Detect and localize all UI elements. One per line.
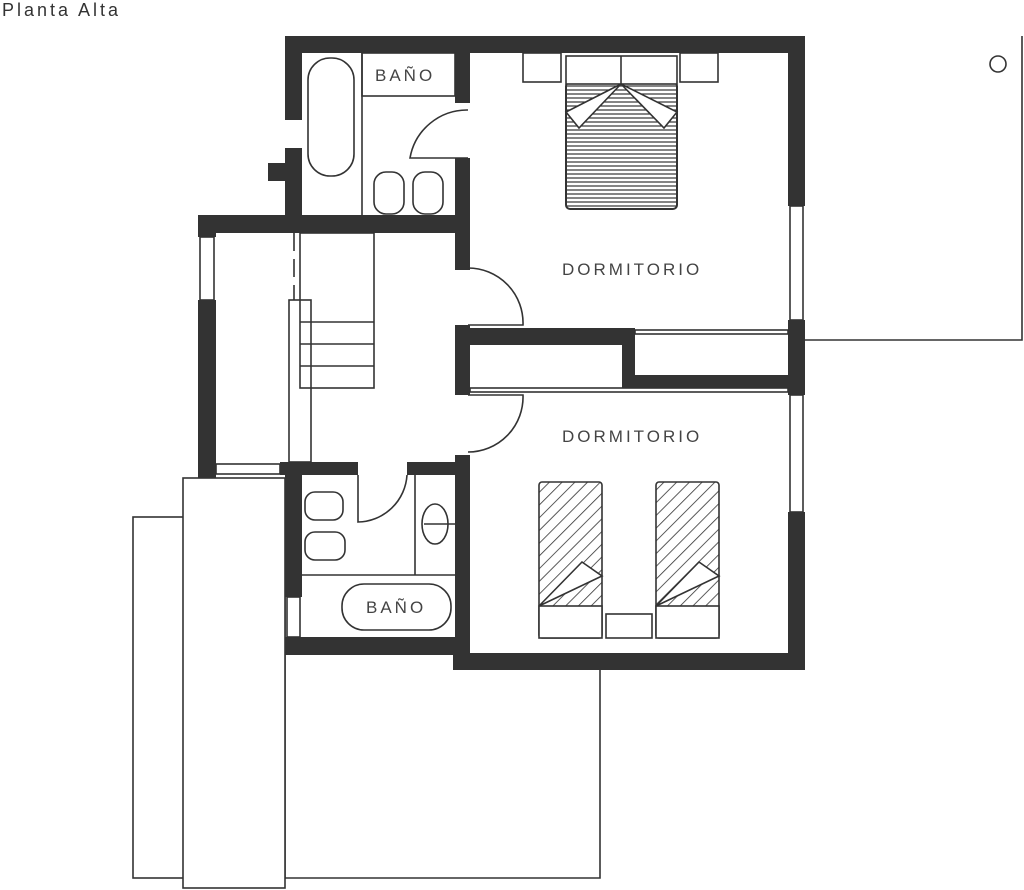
- room-label-bath-top: BAÑO: [375, 66, 435, 85]
- plan-title: Planta Alta: [2, 0, 122, 20]
- bidet-icon: [373, 171, 405, 215]
- doors: [357, 109, 524, 523]
- nightstand-icon: [679, 52, 719, 83]
- bedroom-top: DORMITORIO: [522, 52, 719, 279]
- toilet-icon: [304, 491, 344, 521]
- room-label-bedroom-top: DORMITORIO: [562, 260, 702, 279]
- bidet-icon: [304, 531, 346, 561]
- double-bed-icon: [565, 81, 678, 210]
- bathtub-icon: [341, 583, 452, 631]
- room-label-bath-bottom: BAÑO: [366, 598, 426, 617]
- staircase: [288, 232, 375, 463]
- bathroom-top: BAÑO: [307, 52, 456, 215]
- bathtub-icon: [307, 57, 355, 177]
- toilet-icon: [412, 171, 444, 215]
- walls: [198, 36, 805, 670]
- bedroom-bottom: DORMITORIO: [538, 427, 721, 639]
- column-icon: [989, 55, 1007, 73]
- room-label-bedroom-bottom: DORMITORIO: [562, 427, 702, 446]
- nightstand-icon: [605, 613, 653, 639]
- terrace-outlines: [132, 36, 1023, 889]
- bathroom-bottom: BAÑO: [302, 475, 455, 631]
- nightstand-icon: [522, 52, 562, 83]
